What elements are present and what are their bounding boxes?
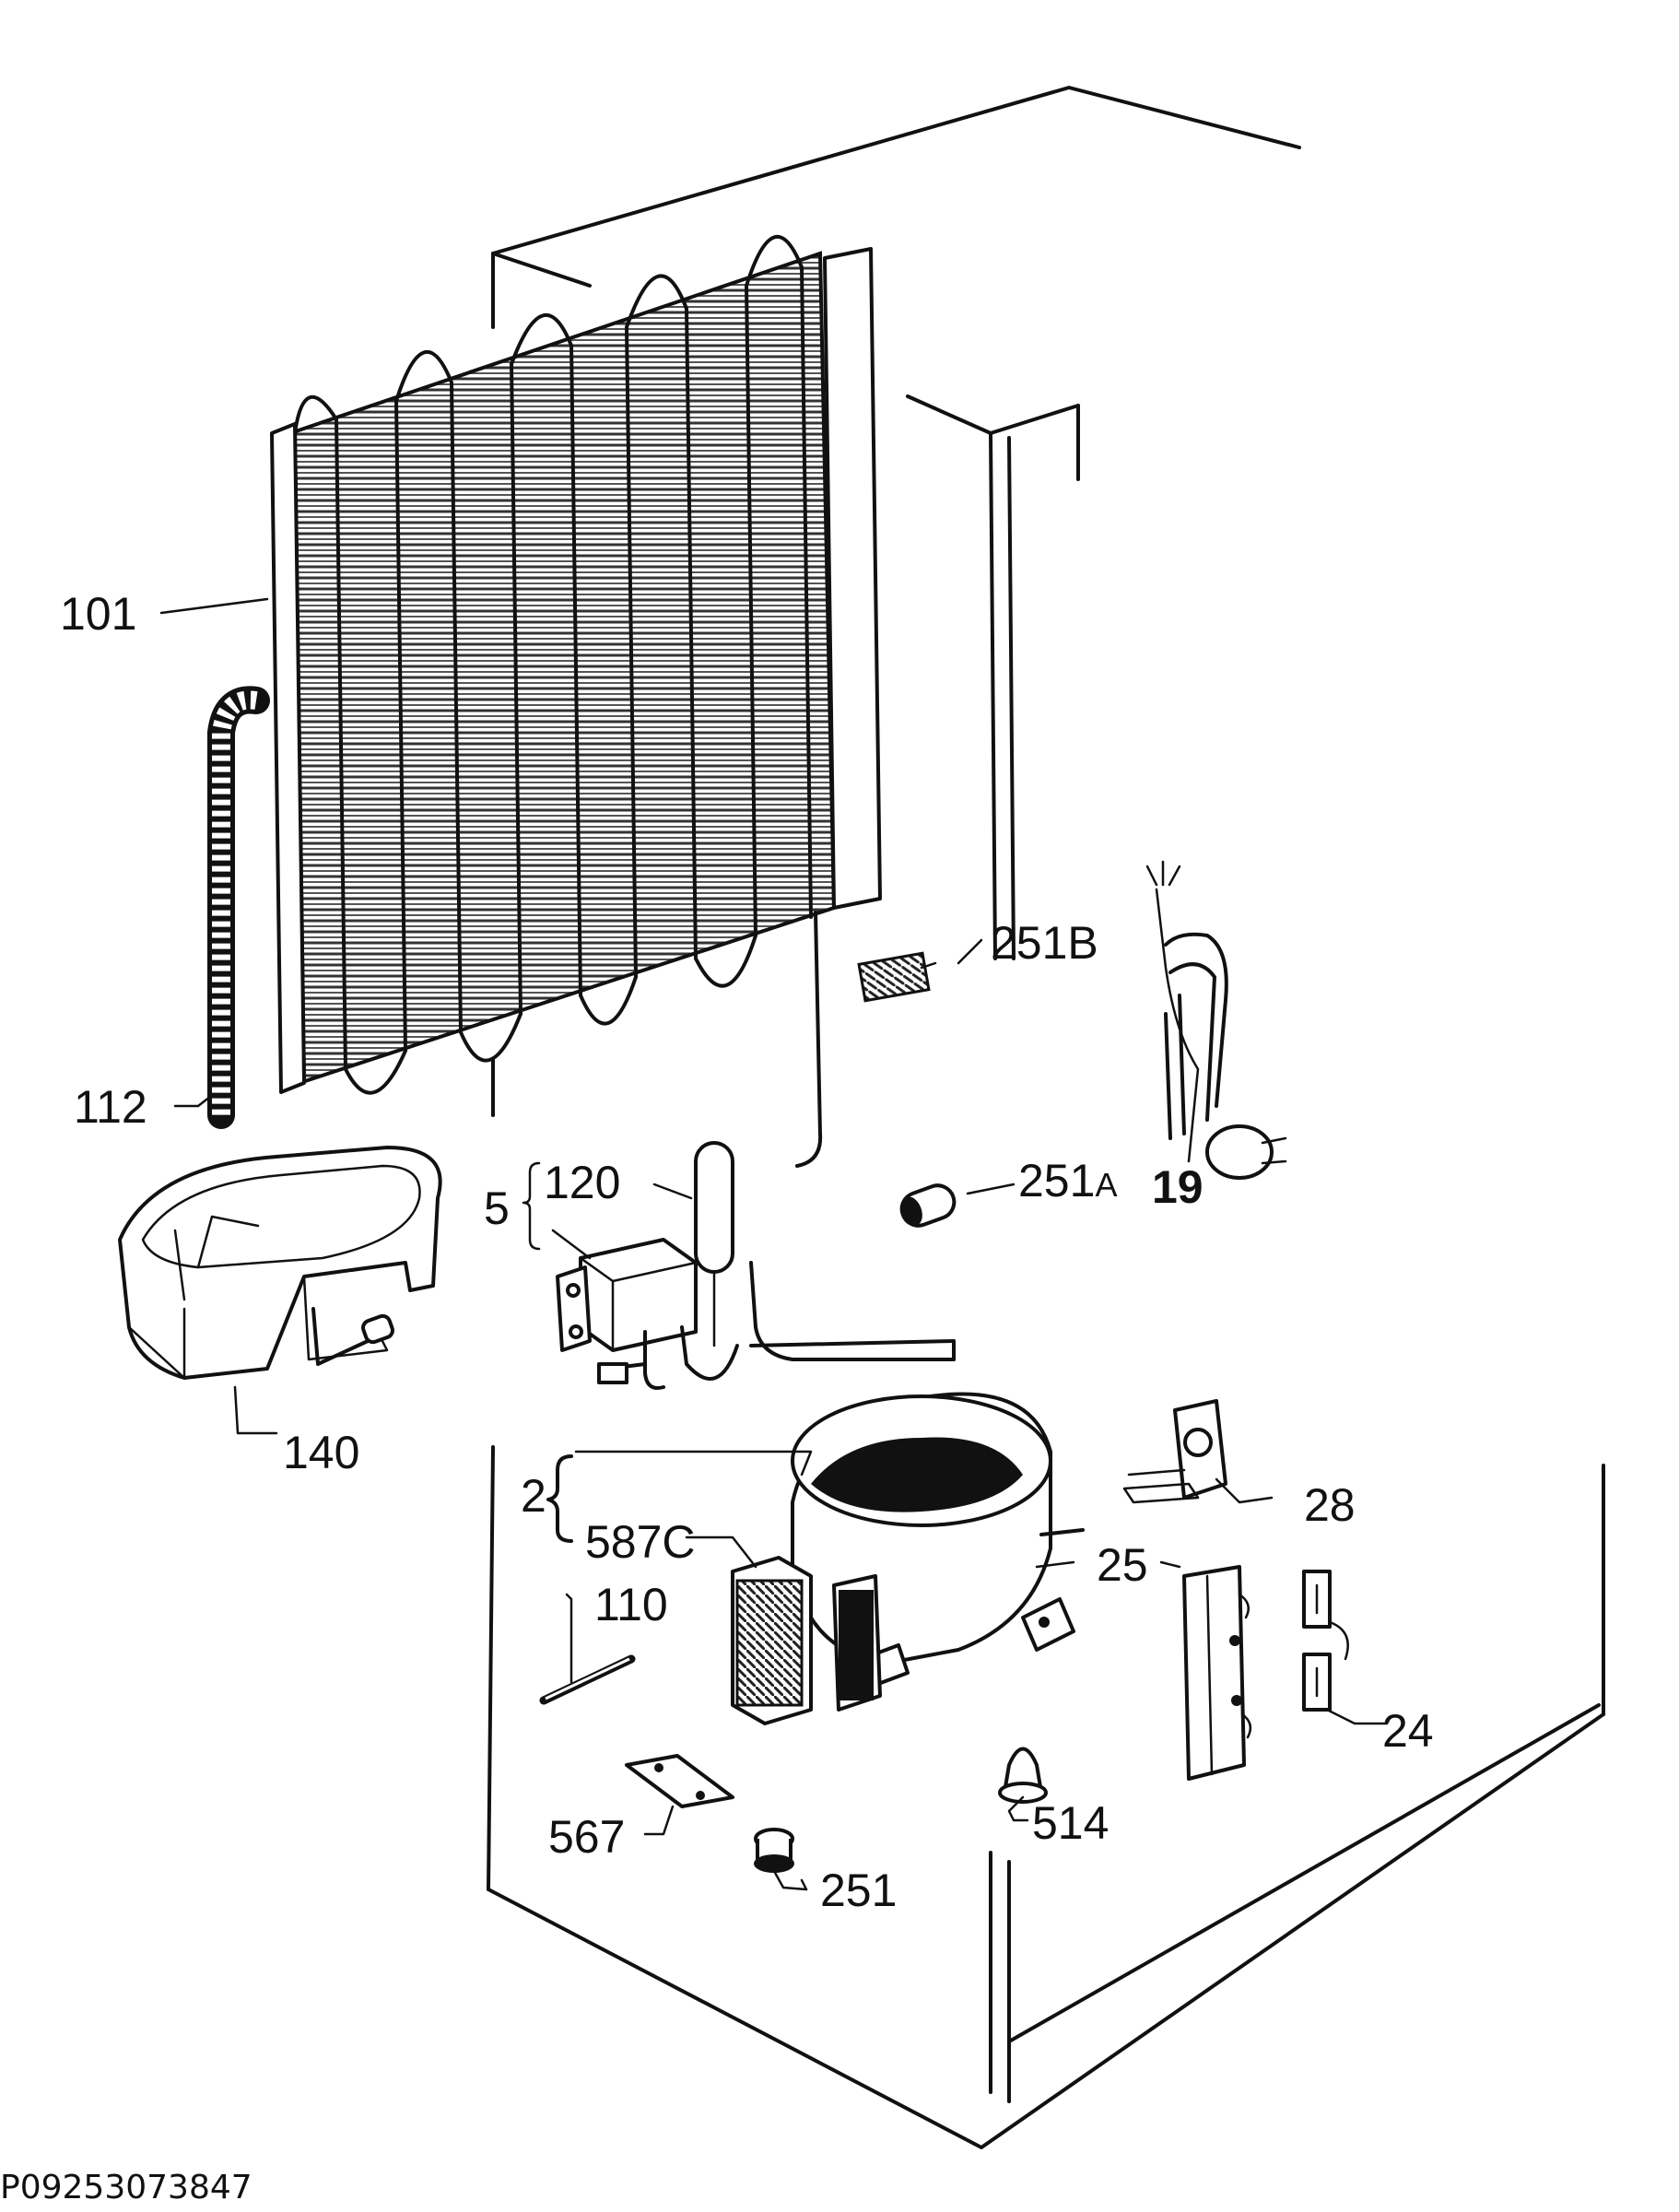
label-251a: 251A xyxy=(1018,1155,1117,1206)
label-24: 24 xyxy=(1382,1705,1434,1757)
label-587c: 587C xyxy=(585,1516,696,1568)
label-2: 2 xyxy=(521,1470,546,1522)
label-19: 19 xyxy=(1152,1161,1203,1213)
callout-labels: 101 112 140 5 120 251B 251A 19 2 587C 11… xyxy=(60,588,1434,1916)
label-5: 5 xyxy=(484,1182,510,1234)
part-514 xyxy=(998,1747,1048,1804)
label-514: 514 xyxy=(1032,1797,1109,1849)
label-25: 25 xyxy=(1097,1539,1148,1591)
diagram-code: P09253073847 xyxy=(0,2169,252,2206)
bracket-28 xyxy=(1122,1399,1227,1504)
leader-lines xyxy=(159,597,1389,1891)
label-101: 101 xyxy=(60,588,136,640)
valve-filter-assembly xyxy=(556,1141,956,1390)
grommet-251 xyxy=(754,1828,794,1873)
label-251b: 251B xyxy=(991,917,1098,969)
connector-251b xyxy=(857,951,937,1003)
bracket-567 xyxy=(625,1754,734,1808)
connector-251a xyxy=(899,1183,957,1228)
label-120: 120 xyxy=(544,1157,620,1208)
condenser xyxy=(270,235,882,1168)
label-251: 251 xyxy=(820,1865,897,1916)
label-112: 112 xyxy=(74,1081,147,1133)
cabinet-outline xyxy=(487,86,1605,2149)
compressor xyxy=(731,1392,1085,1725)
label-110: 110 xyxy=(594,1579,668,1630)
label-567: 567 xyxy=(548,1811,625,1863)
brace-2 xyxy=(546,1454,573,1543)
part-25 xyxy=(1182,1565,1252,1781)
rod-110 xyxy=(539,1654,636,1705)
power-cord xyxy=(1145,860,1287,1180)
label-140: 140 xyxy=(283,1427,359,1478)
part-24 xyxy=(1302,1570,1349,1712)
drain-hose xyxy=(207,686,270,1129)
drip-tray xyxy=(118,1146,442,1380)
label-28: 28 xyxy=(1304,1479,1356,1531)
